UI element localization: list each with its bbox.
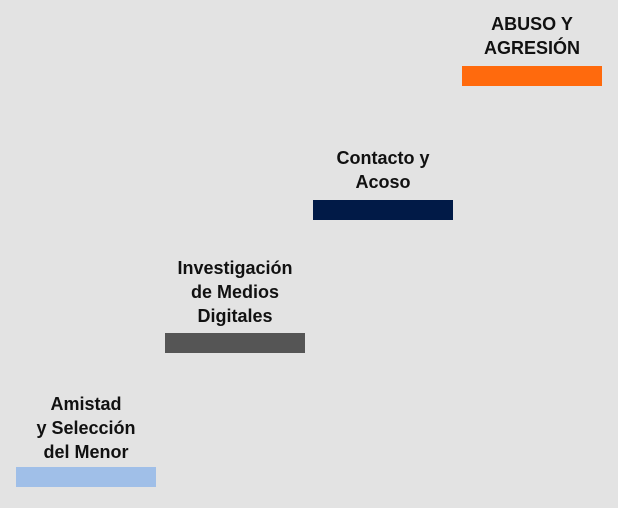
step-label-line: y Selección [36, 418, 136, 438]
step-label-line: Contacto y [336, 148, 430, 168]
step-label-line: AGRESIÓN [483, 38, 580, 58]
step-label-line: ABUSO Y [491, 14, 573, 34]
step-label-line: Acoso [355, 172, 411, 192]
step-label-line: Digitales [197, 306, 273, 326]
step-label: Investigación de Medios Digitales [135, 256, 335, 328]
step-bar [313, 200, 453, 220]
step-label: ABUSO Y AGRESIÓN [432, 12, 618, 60]
step-label-line: de Medios [190, 282, 279, 302]
step-bar [165, 333, 305, 353]
step-label: Contacto y Acoso [283, 146, 483, 194]
step-label-line: Investigación [177, 258, 293, 278]
step-bar [462, 66, 602, 86]
step-bar [16, 467, 156, 487]
step-label: Amistad y Selección del Menor [0, 392, 186, 464]
step-label-line: Amistad [50, 394, 122, 414]
step-label-line: del Menor [43, 442, 129, 462]
